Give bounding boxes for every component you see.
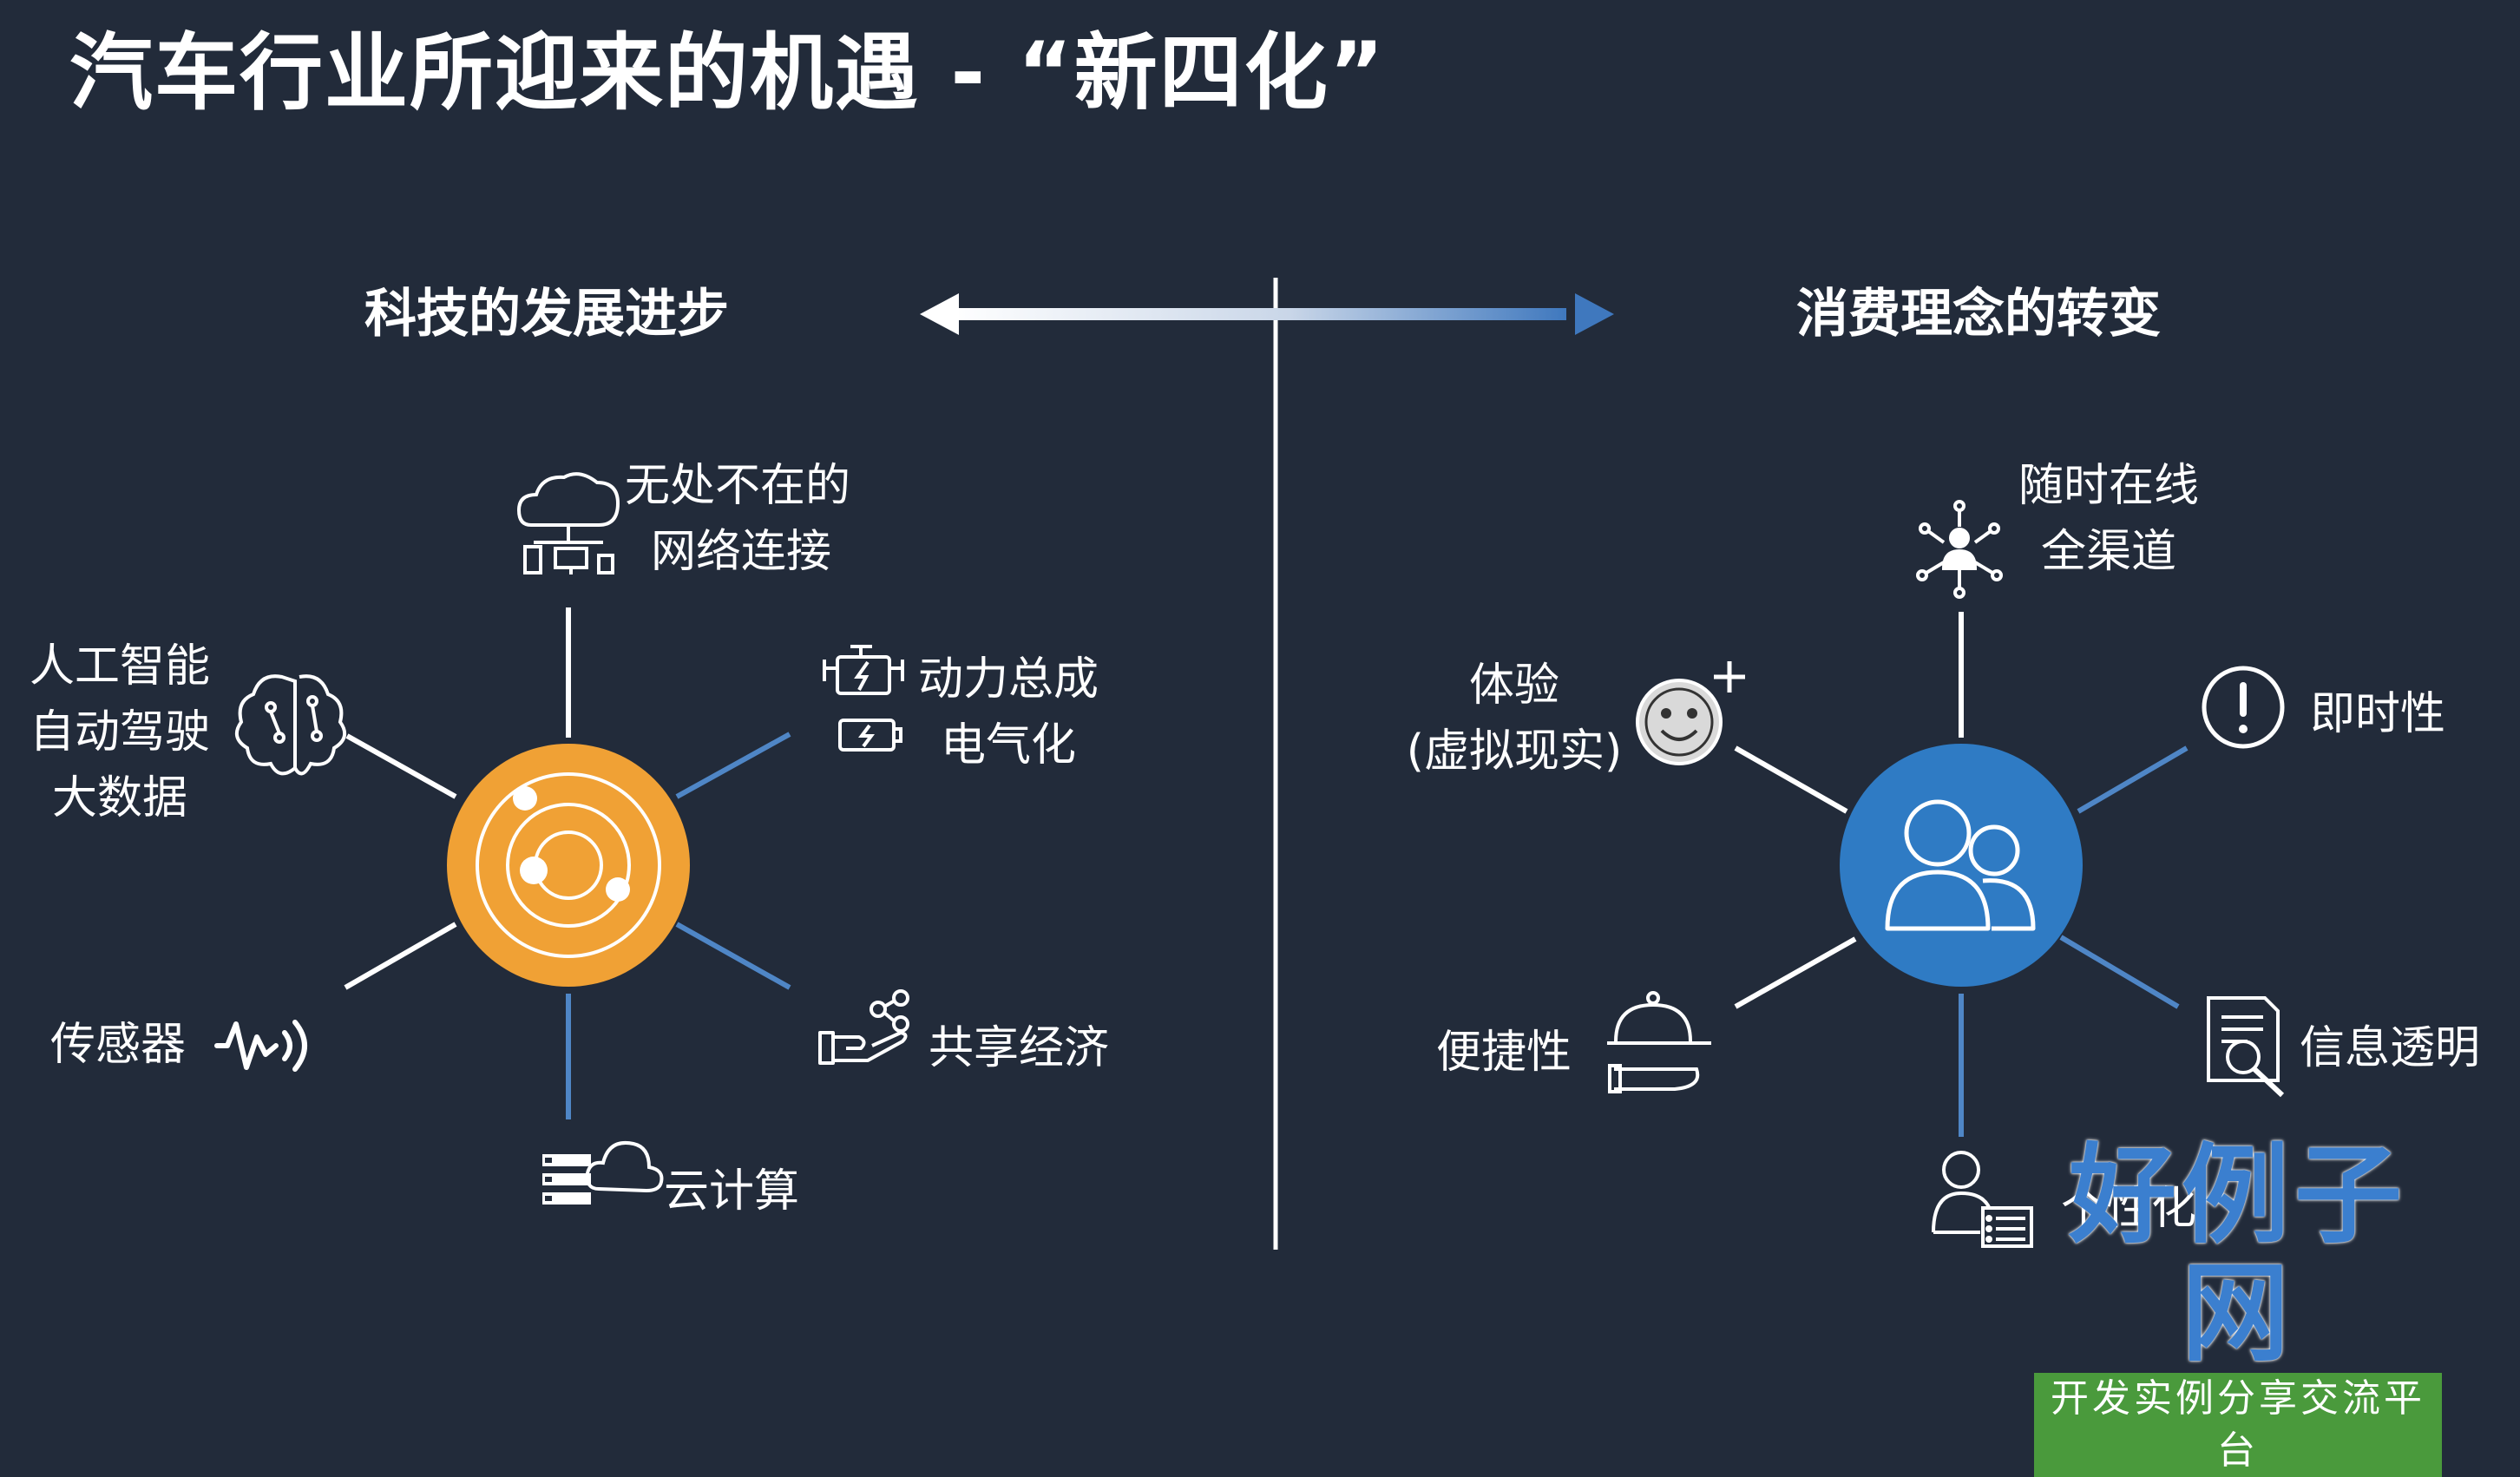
right-spokes bbox=[1734, 612, 2189, 1137]
label-cloud: 云计算 bbox=[664, 1165, 800, 1218]
label-powertrain-line-1: 动力总成 bbox=[917, 653, 1099, 706]
sensor-wave-icon bbox=[214, 1020, 307, 1072]
label-network-line-1: 无处不在的 bbox=[625, 460, 851, 512]
engine-icon bbox=[823, 645, 904, 695]
label-network-line-2: 网络连接 bbox=[651, 526, 832, 578]
label-powertrain-line-2: 电气化 bbox=[940, 719, 1076, 771]
label-instant: 即时性 bbox=[2310, 688, 2446, 740]
label-network: 无处不在的 网络连接 bbox=[625, 453, 850, 585]
person-list-icon bbox=[1932, 1151, 2033, 1248]
label-sensor: 传感器 bbox=[50, 1019, 187, 1071]
brain-icon bbox=[234, 674, 347, 776]
cloud-network-icon bbox=[516, 472, 620, 574]
battery-icon bbox=[838, 719, 902, 752]
label-ai: 人工智能 自动驾驶 大数据 bbox=[24, 633, 215, 831]
label-online-line-1: 随时在线 bbox=[2018, 460, 2199, 512]
right-heading: 消费理念的转变 bbox=[1796, 284, 2161, 345]
orbit-icon bbox=[447, 744, 690, 987]
sharing-hand-icon bbox=[818, 989, 909, 1065]
server-cloud-icon bbox=[542, 1141, 664, 1205]
label-online-line-2: 全渠道 bbox=[2040, 526, 2176, 578]
network-person-icon bbox=[1916, 500, 2003, 599]
watermark-tagline: 开发实例分享交流平台 bbox=[2034, 1373, 2442, 1477]
label-powertrain: 动力总成 电气化 bbox=[913, 647, 1104, 778]
double-arrow bbox=[920, 293, 1614, 335]
watermark-logo-text: 好例子网 bbox=[2068, 1132, 2407, 1376]
diagram-canvas bbox=[214, 278, 2285, 1250]
watermark-logo: 好例子网 开发实例分享交流平台 bbox=[2034, 1137, 2442, 1477]
serving-tray-icon bbox=[1607, 991, 1711, 1093]
label-personal: 个性化 bbox=[2061, 1183, 2197, 1235]
exclamation-icon bbox=[2202, 666, 2285, 749]
left-spokes bbox=[344, 607, 791, 1119]
label-ai-line-1: 人工智能 bbox=[29, 640, 210, 693]
label-online: 随时在线 全渠道 bbox=[2005, 453, 2213, 585]
left-heading: 科技的发展进步 bbox=[364, 284, 729, 345]
label-experience-line-2: (虚拟现实) bbox=[1406, 725, 1623, 778]
page-title: 汽车行业所迎来的机遇 - “新四化” bbox=[69, 24, 1386, 121]
label-sharing: 共享经济 bbox=[929, 1022, 1110, 1074]
label-experience: 体验 (虚拟现实) bbox=[1397, 653, 1631, 784]
users-icon bbox=[1840, 744, 2083, 987]
label-convenience: 便捷性 bbox=[1436, 1027, 1572, 1079]
label-ai-line-3: 大数据 bbox=[51, 772, 187, 824]
smiley-plus-icon bbox=[1636, 661, 1745, 765]
label-transparency: 信息透明 bbox=[2300, 1022, 2481, 1074]
label-ai-line-2: 自动驾驶 bbox=[29, 706, 210, 758]
document-search-icon bbox=[2207, 996, 2285, 1098]
label-experience-line-1: 体验 bbox=[1468, 660, 1559, 712]
